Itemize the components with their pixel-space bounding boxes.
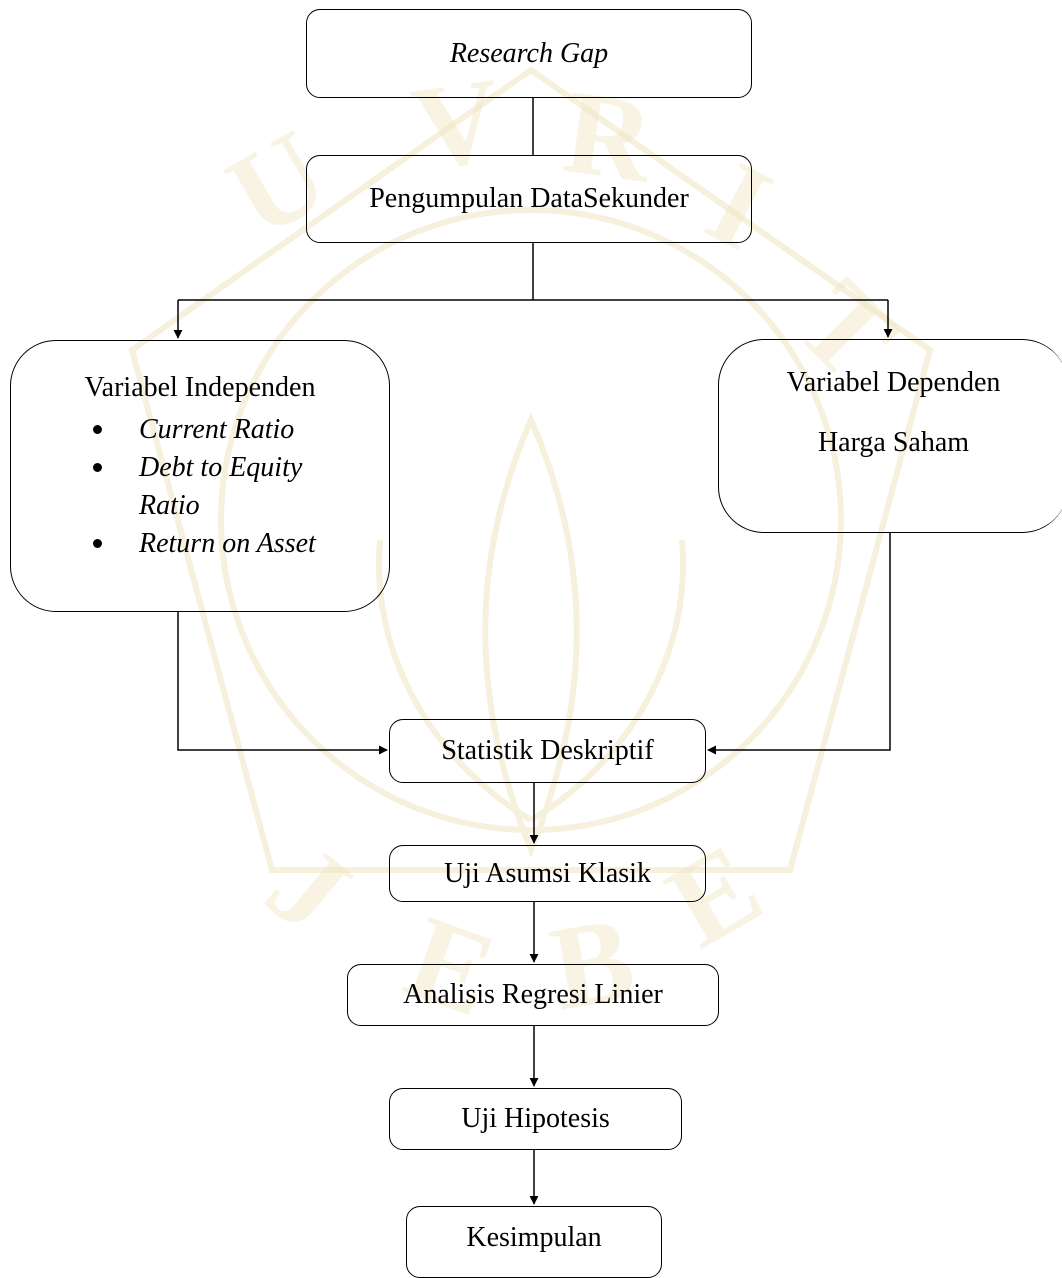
- svg-text:V: V: [405, 52, 509, 196]
- return-on-asset-label: Return on Asset: [139, 527, 316, 559]
- list-item: Current Ratio: [93, 411, 389, 449]
- arrow-independen-to-statistik: [177, 612, 388, 755]
- analisis-regresi-box: Analisis Regresi Linier: [347, 964, 719, 1026]
- uji-hipotesis-box: Uji Hipotesis: [389, 1088, 682, 1150]
- variabel-independen-box: Variabel Independen Current Ratio Debt t…: [10, 340, 390, 612]
- uji-asumsi-klasik-box: Uji Asumsi Klasik: [389, 845, 706, 902]
- variabel-dependen-title: Variabel Dependen: [786, 367, 1001, 398]
- debt-to-equity-ratio-label: Debt to Equity Ratio: [139, 451, 303, 521]
- pengumpulan-data-box: Pengumpulan DataSekunder: [306, 155, 752, 243]
- arrow-dependen-to-statistik: [707, 533, 891, 755]
- research-gap-box: Research Gap: [306, 9, 752, 98]
- kesimpulan-label: Kesimpulan: [466, 1222, 602, 1253]
- variabel-independen-title: Variabel Independen: [84, 372, 316, 403]
- svg-text:R: R: [556, 64, 662, 208]
- research-gap-label: Research Gap: [449, 37, 609, 69]
- pengumpulan-data-label: Pengumpulan DataSekunder: [369, 183, 689, 215]
- uji-asumsi-klasik-label: Uji Asumsi Klasik: [444, 857, 651, 889]
- independen-variable-list: Current Ratio Debt to Equity Ratio Retur…: [11, 411, 389, 563]
- variabel-dependen-box: Variabel Dependen Harga Saham: [718, 339, 1062, 533]
- analisis-regresi-label: Analisis Regresi Linier: [403, 979, 663, 1011]
- harga-saham-label: Harga Saham: [817, 426, 970, 458]
- list-item: Debt to Equity Ratio: [93, 449, 389, 525]
- statistik-deskriptif-label: Statistik Deskriptif: [441, 735, 654, 767]
- list-item: Return on Asset: [93, 525, 389, 563]
- statistik-deskriptif-box: Statistik Deskriptif: [389, 719, 706, 783]
- current-ratio-label: Current Ratio: [139, 413, 295, 445]
- kesimpulan-box: Kesimpulan: [406, 1206, 662, 1278]
- uji-hipotesis-label: Uji Hipotesis: [461, 1103, 610, 1135]
